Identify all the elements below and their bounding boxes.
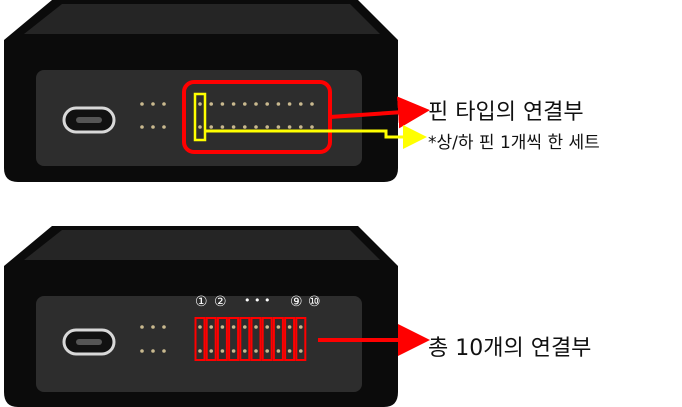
- small-pin: [140, 125, 144, 129]
- pin-header: [198, 102, 314, 129]
- pin-header: [198, 325, 303, 353]
- small-pin: [140, 349, 144, 353]
- pin: [231, 125, 236, 129]
- small-pin: [151, 125, 155, 129]
- small-pin: [140, 102, 144, 106]
- pin: [220, 325, 225, 329]
- pin: [287, 102, 292, 106]
- pin-set-box: [284, 317, 296, 361]
- device-bottom-panel: [36, 296, 362, 392]
- pin: [231, 102, 236, 106]
- pin-set-box: [228, 317, 240, 361]
- pin: [254, 325, 258, 329]
- pin-set-highlight: [193, 92, 207, 142]
- pin: [276, 349, 281, 353]
- pin-set-box: [261, 317, 273, 361]
- pin: [265, 102, 270, 106]
- pin: [276, 102, 281, 106]
- pin: [243, 325, 247, 329]
- pin: [220, 349, 225, 353]
- pin-set-box: [295, 317, 307, 361]
- pin: [209, 125, 213, 129]
- pin: [265, 325, 270, 329]
- small-pin-group: [140, 102, 166, 129]
- pin-set-arrow: [205, 125, 427, 149]
- small-pin: [140, 325, 144, 329]
- pin-set-box: [272, 317, 284, 361]
- pin: [265, 125, 270, 129]
- pin: [287, 349, 292, 353]
- small-pin: [151, 325, 155, 329]
- pin-set-box: [205, 317, 217, 361]
- pin: [220, 102, 225, 106]
- small-pin: [162, 349, 166, 353]
- marker-2: ②: [214, 294, 227, 310]
- pin: [299, 349, 303, 353]
- small-pin-group: [140, 325, 166, 353]
- small-pin: [151, 102, 155, 106]
- pin: [276, 125, 281, 129]
- marker-ellipsis: • • •: [244, 294, 270, 307]
- pin: [254, 102, 258, 106]
- pin: [254, 349, 258, 353]
- pin: [231, 349, 236, 353]
- pin: [276, 325, 281, 329]
- marker-1: ①: [195, 294, 208, 310]
- pin: [198, 325, 202, 329]
- pin: [209, 325, 213, 329]
- small-pin: [162, 125, 166, 129]
- pin: [243, 349, 247, 353]
- small-pin: [162, 325, 166, 329]
- pin: [243, 102, 247, 106]
- device-top: [4, 0, 430, 182]
- marker-10: ⑩: [308, 294, 321, 310]
- pin-set-note: *상/하 핀 1개씩 한 세트: [428, 133, 600, 153]
- device-top-panel: [36, 70, 362, 166]
- pin-set-box: [250, 317, 262, 361]
- pin: [209, 349, 213, 353]
- pin: [198, 349, 202, 353]
- pin: [299, 325, 303, 329]
- pin: [265, 349, 270, 353]
- pin: [299, 102, 303, 106]
- pin: [310, 125, 314, 129]
- pin: [198, 102, 202, 106]
- pin: [254, 125, 258, 129]
- pin: [287, 125, 292, 129]
- pin-set-box: [194, 317, 206, 361]
- pin: [299, 125, 303, 129]
- pin-set-box: [216, 317, 228, 361]
- pin-type-arrow: [329, 96, 430, 129]
- pin: [220, 125, 225, 129]
- pin: [310, 102, 314, 106]
- total-connectors-label: 총 10개의 연결부: [428, 336, 592, 361]
- pin: [198, 125, 202, 129]
- device-bottom: ① ② • • • ⑨ ⑩: [4, 226, 430, 407]
- small-pin: [162, 102, 166, 106]
- pin-set-boxes: [194, 317, 307, 361]
- small-pin: [151, 349, 155, 353]
- pin: [209, 102, 213, 106]
- pin: [231, 325, 236, 329]
- pin-set-box: [239, 317, 251, 361]
- pin: [287, 325, 292, 329]
- pin-type-label: 핀 타입의 연결부: [428, 100, 584, 125]
- pin: [243, 125, 247, 129]
- marker-9: ⑨: [290, 294, 303, 310]
